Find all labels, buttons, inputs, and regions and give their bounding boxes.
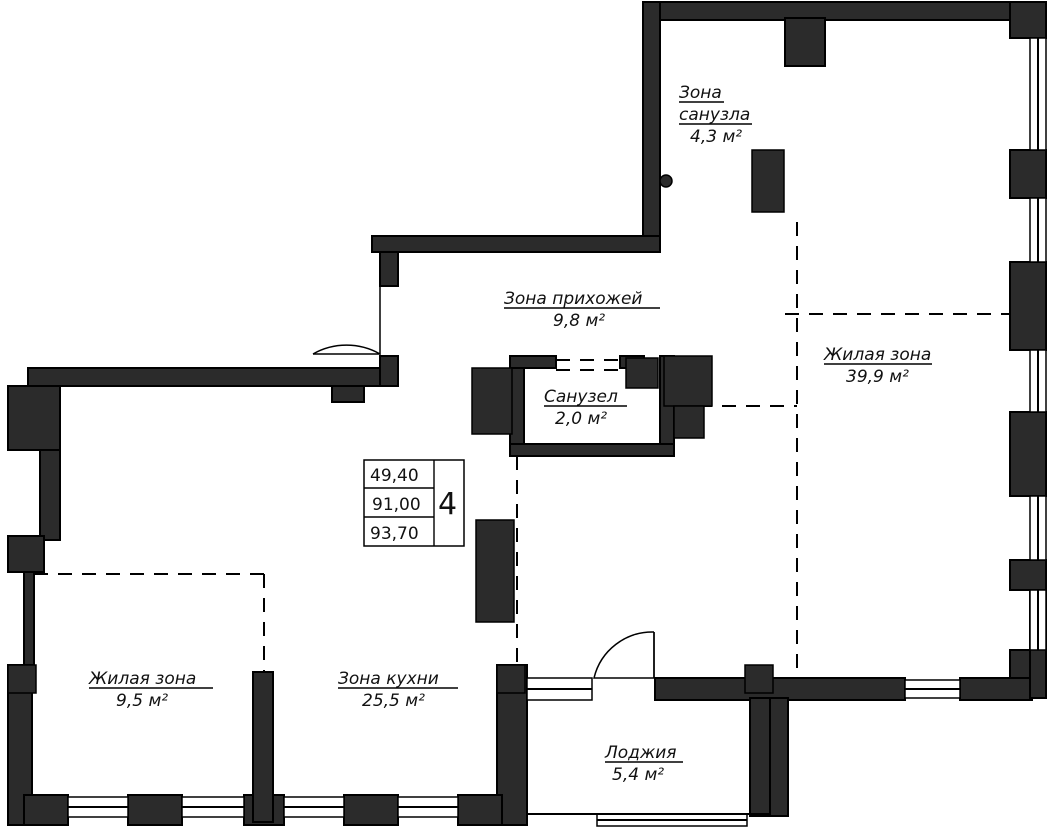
wc-area: 2,0 м²	[555, 409, 607, 429]
living-right-area: 39,9 м²	[846, 367, 909, 387]
bathroom-zone-name-1: Зона	[679, 83, 722, 103]
area-summary: 49,40 91,00 93,70 4	[363, 459, 465, 547]
loggia-name: Лоджия	[604, 743, 677, 763]
living-area-value: 49,40	[370, 466, 419, 486]
room-label-living-left: Жилая зона 9,5 м²	[88, 669, 213, 711]
loggia-area: 5,4 м²	[612, 765, 664, 785]
living-left-name: Жилая зона	[88, 669, 196, 689]
room-label-bathroom-zone: Зона санузла 4,3 м²	[679, 83, 752, 147]
total-with-loggia-value: 93,70	[370, 524, 419, 544]
kitchen-name: Зона кухни	[338, 669, 439, 689]
room-label-wc: Санузел 2,0 м²	[544, 387, 627, 429]
apartment-number: 4	[438, 487, 457, 522]
zone-dividers	[34, 222, 1010, 672]
room-label-loggia: Лоджия 5,4 м²	[604, 743, 683, 785]
bathroom-zone-name-2: санузла	[679, 105, 750, 125]
wc-name: Санузел	[544, 387, 618, 407]
living-right-name: Жилая зона	[823, 345, 931, 365]
windows	[67, 37, 1047, 827]
room-label-hallway: Зона прихожей 9,8 м²	[504, 289, 660, 331]
total-area-value: 91,00	[372, 495, 421, 515]
hallway-name: Зона прихожей	[504, 289, 642, 309]
living-left-area: 9,5 м²	[116, 691, 168, 711]
fixtures	[7, 149, 785, 694]
room-label-kitchen: Зона кухни 25,5 м²	[338, 669, 458, 711]
hallway-area: 9,8 м²	[553, 311, 605, 331]
kitchen-area: 25,5 м²	[362, 691, 425, 711]
bathroom-zone-area: 4,3 м²	[690, 127, 742, 147]
room-label-living-right: Жилая зона 39,9 м²	[823, 345, 932, 387]
doors	[312, 286, 655, 679]
